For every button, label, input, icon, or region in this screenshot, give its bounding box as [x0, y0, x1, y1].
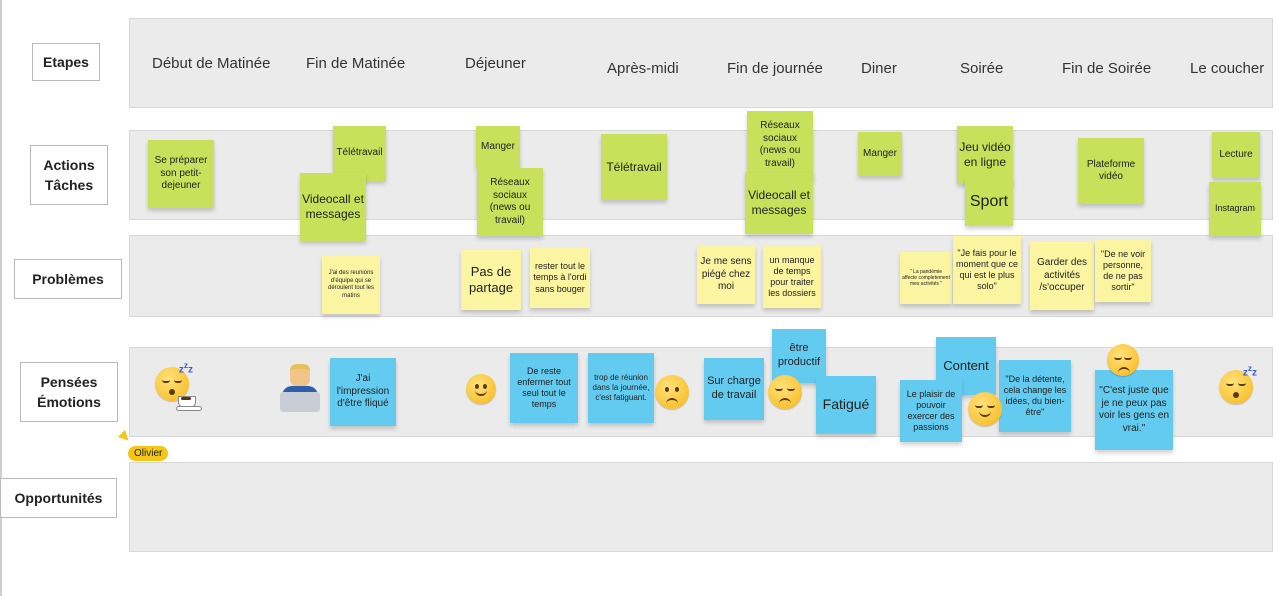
stage-coucher: Le coucher — [1190, 60, 1265, 77]
sticky-note[interactable]: Télétravail — [601, 134, 667, 200]
coffee-cup-icon — [176, 396, 202, 411]
stage-dejeuner: Déjeuner — [465, 55, 526, 72]
stage-apres-midi: Après-midi — [607, 60, 679, 77]
sticky-note[interactable]: rester tout le temps à l'ordi sans bouge… — [530, 248, 590, 308]
sticky-note[interactable]: "De la détente, cela change les idées, d… — [999, 360, 1071, 432]
sticky-note[interactable]: Télétravail — [333, 126, 386, 181]
sticky-note[interactable]: Plateforme vidéo — [1078, 138, 1144, 204]
stage-fin-soiree: Fin de Soirée — [1062, 60, 1152, 77]
sticky-note[interactable]: J'ai l'impression d'être fliqué — [330, 358, 396, 426]
row-label-problemes: Problèmes — [14, 259, 122, 299]
sticky-note[interactable]: "C'est juste que je ne peux pas voir les… — [1095, 370, 1173, 450]
sticky-note[interactable]: Manger — [476, 126, 520, 168]
smiling-face-icon — [466, 374, 496, 404]
stage-soiree: Soirée — [960, 60, 1004, 77]
row-label-opportunites: Opportunités — [0, 478, 117, 518]
collaborator-name-tag: Olivier — [128, 446, 169, 461]
frowning-face-icon — [655, 375, 689, 409]
sticky-note[interactable]: Pas de partage — [461, 250, 521, 310]
sticky-note[interactable]: De reste enfermer tout seul tout le temp… — [510, 353, 578, 423]
relieved-face-icon — [968, 392, 1002, 426]
left-border — [0, 0, 2, 596]
stage-fin-matinee: Fin de Matinée — [306, 55, 406, 72]
sticky-note[interactable]: " La pandémie affecte completement mes a… — [900, 252, 952, 304]
stage-debut-matinee: Début de Matinée — [152, 55, 271, 72]
sleepy-face-icon: zzz — [1219, 364, 1257, 404]
sticky-note[interactable]: trop de réunion dans la journée, c'est f… — [588, 353, 654, 423]
sticky-note[interactable]: Fatigué — [816, 376, 876, 434]
sticky-note[interactable]: Videocall et messages — [300, 173, 366, 241]
sticky-note[interactable]: un manque de temps pour traiter les doss… — [763, 246, 821, 308]
stage-diner: Diner — [861, 60, 897, 77]
sticky-note[interactable]: "Je fais pour le moment que ce qui est l… — [953, 236, 1021, 304]
row-label-actions: Actions Tâches — [30, 145, 108, 205]
person-laptop-icon — [276, 364, 324, 412]
sticky-note[interactable]: Jeu vidéo en ligne — [957, 126, 1013, 184]
sticky-note[interactable]: Manger — [858, 132, 902, 176]
band-opportunites — [129, 462, 1273, 552]
sticky-note[interactable]: Sport — [965, 178, 1013, 226]
sticky-note[interactable]: "De ne voir personne, de ne pas sortir" — [1095, 240, 1151, 302]
sticky-note[interactable]: Lecture — [1212, 132, 1260, 178]
sleepy-face-icon: zzz — [155, 361, 193, 401]
row-label-etapes: Etapes — [32, 43, 100, 81]
sticky-note[interactable]: Garder des activités /s'occuper — [1030, 242, 1094, 310]
pensive-face-icon — [1107, 344, 1139, 376]
sticky-note[interactable]: être productif — [772, 329, 826, 383]
sticky-note[interactable]: Videocall et messages — [745, 172, 813, 234]
sticky-note[interactable]: Instagram — [1209, 182, 1261, 236]
sticky-note[interactable]: J'ai des reunions d'équipe qui se déroul… — [322, 256, 380, 314]
sticky-note[interactable]: Réseaux sociaux (news ou travail) — [477, 168, 543, 236]
stage-fin-journee: Fin de journée — [727, 60, 823, 77]
sticky-note[interactable]: Se préparer son petit-dejeuner — [148, 140, 214, 208]
row-label-pensees: Pensées Émotions — [20, 362, 118, 422]
band-etapes — [129, 18, 1273, 108]
sticky-note[interactable]: Je me sens piégé chez moi — [697, 246, 755, 304]
sticky-note[interactable]: Sur charge de travail — [704, 358, 764, 420]
sticky-note[interactable]: Réseaux sociaux (news ou travail) — [747, 111, 813, 179]
pensive-face-icon — [768, 375, 802, 409]
sticky-note[interactable]: Le plaisir de pouvoir exercer des passio… — [900, 380, 962, 442]
band-pensees — [129, 347, 1273, 437]
